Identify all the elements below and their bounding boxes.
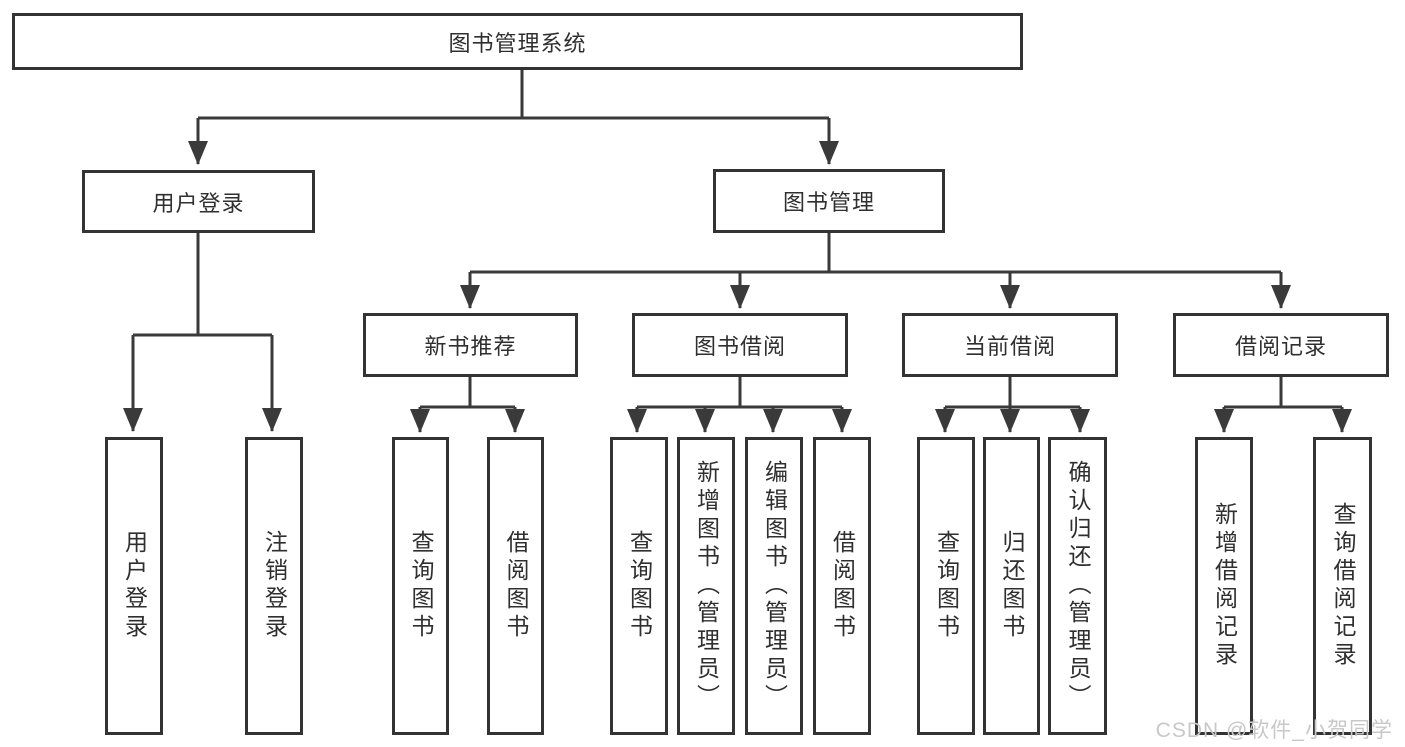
node-new-book-recommend: 新书推荐 <box>363 313 578 377</box>
leaf-records-query-record: 查询借阅记录 <box>1313 437 1372 735</box>
node-borrow-records: 借阅记录 <box>1173 313 1389 377</box>
node-label: 借阅图书 <box>829 530 856 642</box>
leaf-records-add-record: 新增借阅记录 <box>1195 437 1253 735</box>
node-label: 借阅图书 <box>503 530 529 642</box>
leaf-borrow-edit-book-admin: 编辑图书（管理员） <box>745 437 803 735</box>
node-label: 图书借阅 <box>693 334 786 359</box>
node-current-borrow: 当前借阅 <box>902 313 1118 377</box>
node-label: 查询图书 <box>933 530 960 642</box>
node-label: 新增图书（管理员） <box>693 460 720 712</box>
node-label: 新书推荐 <box>424 334 517 359</box>
node-label: 图书管理 <box>782 190 875 215</box>
node-label: 确认归还（管理员） <box>1065 460 1091 712</box>
node-label: 用户登录 <box>121 530 148 642</box>
node-label: 归还图书 <box>999 530 1025 642</box>
leaf-current-return-book: 归还图书 <box>983 437 1040 735</box>
leaf-current-confirm-return-admin: 确认归还（管理员） <box>1048 437 1107 735</box>
node-user-login: 用户登录 <box>82 170 315 233</box>
node-label: 查询图书 <box>408 530 434 642</box>
node-label: 编辑图书（管理员） <box>761 460 788 712</box>
node-label: 当前借阅 <box>963 334 1056 359</box>
leaf-borrow-query-book: 查询图书 <box>610 437 668 735</box>
leaf-current-query-book: 查询图书 <box>917 437 975 735</box>
leaf-recommend-borrow-book: 借阅图书 <box>487 437 544 735</box>
leaf-borrow-borrow-book: 借阅图书 <box>813 437 871 735</box>
node-label: 查询图书 <box>626 530 653 642</box>
leaf-borrow-add-book-admin: 新增图书（管理员） <box>677 437 735 735</box>
node-root: 图书管理系统 <box>12 13 1023 70</box>
node-label: 查询借阅记录 <box>1330 502 1356 670</box>
node-label: 用户登录 <box>152 190 245 216</box>
node-book-borrow: 图书借阅 <box>632 313 848 377</box>
node-label: 借阅记录 <box>1234 334 1327 359</box>
leaf-user-login: 用户登录 <box>105 437 163 735</box>
node-label: 注销登录 <box>261 530 288 642</box>
node-book-management: 图书管理 <box>713 169 945 233</box>
node-label: 图书管理系统 <box>448 30 587 56</box>
csdn-watermark: CSDN @软件_小贺同学 <box>1155 719 1393 742</box>
node-label: 新增借阅记录 <box>1211 502 1238 670</box>
leaf-recommend-query-book: 查询图书 <box>392 437 449 735</box>
leaf-logout: 注销登录 <box>245 437 303 735</box>
